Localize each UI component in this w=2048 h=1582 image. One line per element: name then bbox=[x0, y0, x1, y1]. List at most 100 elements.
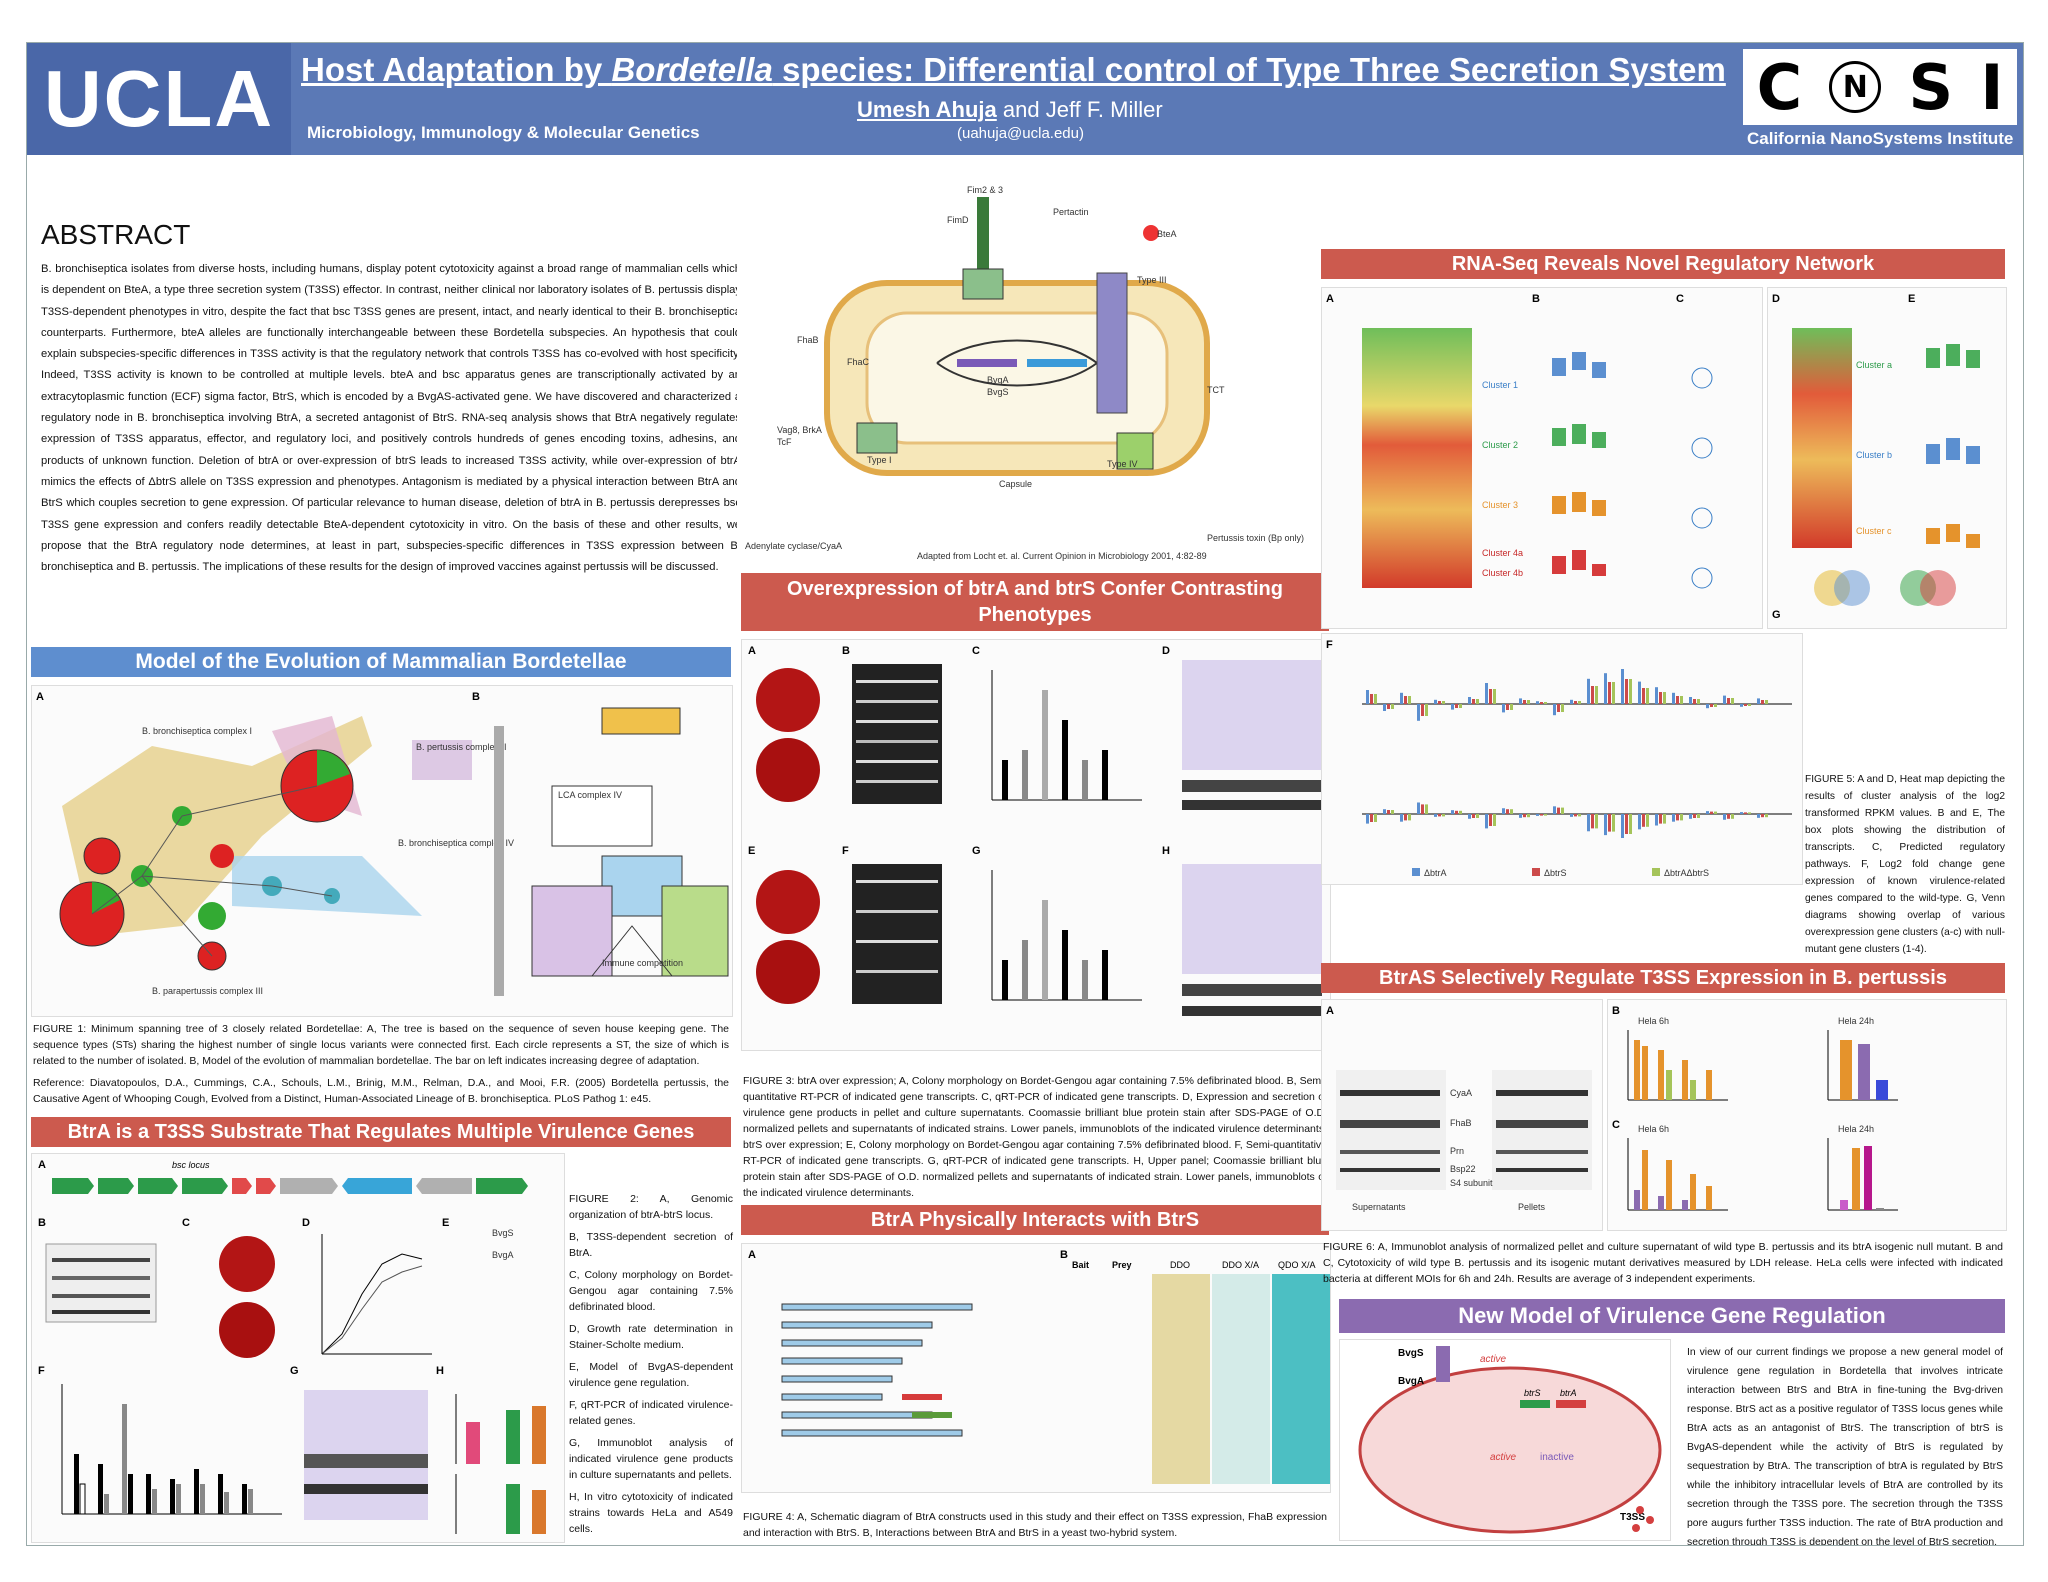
fold-bar bbox=[1442, 814, 1445, 817]
fold-bar bbox=[1608, 682, 1611, 704]
svg-text:Cluster 4b: Cluster 4b bbox=[1482, 568, 1523, 578]
fold-bar bbox=[1663, 692, 1666, 704]
new-model-text: In view of our current findings we propo… bbox=[1687, 1347, 2003, 1546]
fold-bar bbox=[1374, 814, 1377, 822]
fold-bar bbox=[1697, 814, 1700, 818]
svg-text:BteA: BteA bbox=[1157, 229, 1177, 239]
fold-bar bbox=[1485, 683, 1488, 704]
svg-text:Type IV: Type IV bbox=[1107, 459, 1138, 469]
svg-text:Hela 6h: Hela 6h bbox=[1638, 1124, 1669, 1134]
svg-text:Prey: Prey bbox=[1112, 1260, 1132, 1270]
fold-bar bbox=[1642, 688, 1645, 704]
svg-text:D: D bbox=[302, 1217, 310, 1229]
svg-text:S4 subunit: S4 subunit bbox=[1450, 1178, 1493, 1188]
poster-title: Host Adaptation by Bordetella species: D… bbox=[301, 51, 1726, 88]
fold-bar bbox=[1493, 689, 1496, 704]
svg-text:Capsule: Capsule bbox=[999, 479, 1032, 489]
fold-bar bbox=[1455, 810, 1458, 814]
svg-text:DDO X/A: DDO X/A bbox=[1222, 1260, 1259, 1270]
fold-bar bbox=[1638, 681, 1641, 704]
svg-text:BvgA: BvgA bbox=[1398, 1376, 1424, 1387]
fold-bar bbox=[1574, 814, 1577, 817]
svg-text:inactive: inactive bbox=[1540, 1452, 1574, 1463]
figure3-panel: A B C D E F bbox=[741, 639, 1331, 1051]
fold-bar bbox=[1587, 678, 1590, 704]
fold-bar bbox=[1459, 704, 1462, 708]
svg-text:F: F bbox=[1326, 639, 1333, 651]
cnsi-logo: C N S I bbox=[1743, 49, 2017, 125]
svg-text:G: G bbox=[290, 1365, 299, 1377]
fold-bar bbox=[1557, 704, 1560, 712]
fold-bar bbox=[1536, 701, 1539, 704]
fold-bar bbox=[1638, 814, 1641, 830]
svg-text:F: F bbox=[842, 845, 849, 857]
fold-bar bbox=[1510, 704, 1513, 710]
ucla-logo: UCLA bbox=[27, 43, 291, 155]
fold-bar bbox=[1421, 804, 1424, 814]
fold-bar bbox=[1502, 704, 1505, 713]
svg-text:active: active bbox=[1480, 1354, 1507, 1365]
fold-bar bbox=[1370, 694, 1373, 704]
section-btras-pertussis: BtrAS Selectively Regulate T3SS Expressi… bbox=[1321, 963, 2005, 993]
fold-bar bbox=[1710, 811, 1713, 814]
fold-bar bbox=[1400, 814, 1403, 822]
fold-bar bbox=[1417, 802, 1420, 814]
fold-bar bbox=[1621, 814, 1624, 838]
svg-text:B. pertussis complex II: B. pertussis complex II bbox=[416, 742, 507, 752]
fold-bar bbox=[1451, 704, 1454, 710]
svg-text:Prn: Prn bbox=[1450, 1146, 1464, 1156]
svg-text:DDO: DDO bbox=[1170, 1260, 1190, 1270]
svg-text:active: active bbox=[1490, 1452, 1517, 1463]
svg-text:Type I: Type I bbox=[867, 455, 892, 465]
svg-text:C: C bbox=[1676, 293, 1684, 305]
svg-text:LCA complex IV: LCA complex IV bbox=[558, 790, 622, 800]
fold-bar bbox=[1442, 701, 1445, 704]
fold-bar bbox=[1723, 814, 1726, 820]
fold-bar bbox=[1519, 698, 1522, 704]
fold-bar bbox=[1523, 700, 1526, 704]
svg-text:B. parapertussis complex III: B. parapertussis complex III bbox=[152, 986, 263, 996]
svg-text:BvgS: BvgS bbox=[1398, 1348, 1424, 1359]
svg-text:Adenylate cyclase/CyaA: Adenylate cyclase/CyaA bbox=[745, 541, 842, 551]
svg-text:E: E bbox=[442, 1217, 449, 1229]
figure6-caption: FIGURE 6: A, Immunoblot analysis of norm… bbox=[1323, 1241, 2003, 1285]
fold-bar bbox=[1438, 814, 1441, 817]
svg-text:C: C bbox=[972, 645, 980, 657]
svg-text:G: G bbox=[972, 845, 981, 857]
fold-bar bbox=[1693, 699, 1696, 704]
fold-bar bbox=[1400, 692, 1403, 704]
fold-bar bbox=[1434, 814, 1437, 817]
authors: Umesh Ahuja and Jeff F. Miller bbox=[857, 97, 1163, 122]
svg-text:C: C bbox=[182, 1217, 190, 1229]
gene-arrows bbox=[52, 1178, 528, 1194]
svg-text:FhaB: FhaB bbox=[797, 335, 819, 345]
fold-bar bbox=[1676, 696, 1679, 704]
svg-text:Type III: Type III bbox=[1137, 275, 1167, 285]
fold-bar bbox=[1731, 698, 1734, 704]
fold-bar bbox=[1578, 814, 1581, 817]
svg-text:ΔbtrS: ΔbtrS bbox=[1544, 868, 1567, 878]
svg-text:H: H bbox=[436, 1365, 444, 1377]
fold-bar bbox=[1655, 687, 1658, 704]
fold-bar bbox=[1621, 669, 1624, 704]
fold-bar bbox=[1697, 699, 1700, 704]
fold-bar bbox=[1591, 686, 1594, 704]
fold-bar bbox=[1591, 814, 1594, 829]
fold-bar bbox=[1561, 704, 1564, 712]
figure3-caption: FIGURE 3: btrA over expression; A, Colon… bbox=[743, 1075, 1327, 1199]
fold-bar bbox=[1557, 807, 1560, 814]
fold-bar bbox=[1748, 704, 1751, 706]
svg-text:B: B bbox=[1532, 293, 1540, 305]
svg-text:A: A bbox=[36, 691, 44, 703]
fold-bar bbox=[1417, 704, 1420, 721]
fold-bar bbox=[1604, 814, 1607, 836]
fold-bar bbox=[1672, 692, 1675, 704]
fold-bar bbox=[1612, 682, 1615, 704]
fold-bar bbox=[1544, 702, 1547, 704]
svg-text:FimD: FimD bbox=[947, 215, 969, 225]
fold-bar bbox=[1455, 704, 1458, 708]
fold-bar bbox=[1536, 814, 1539, 816]
svg-text:E: E bbox=[748, 845, 755, 857]
model-diagram: BvgS BvgA active inactive active T3SS bt… bbox=[1339, 1339, 1671, 1541]
svg-text:A: A bbox=[1326, 293, 1334, 305]
